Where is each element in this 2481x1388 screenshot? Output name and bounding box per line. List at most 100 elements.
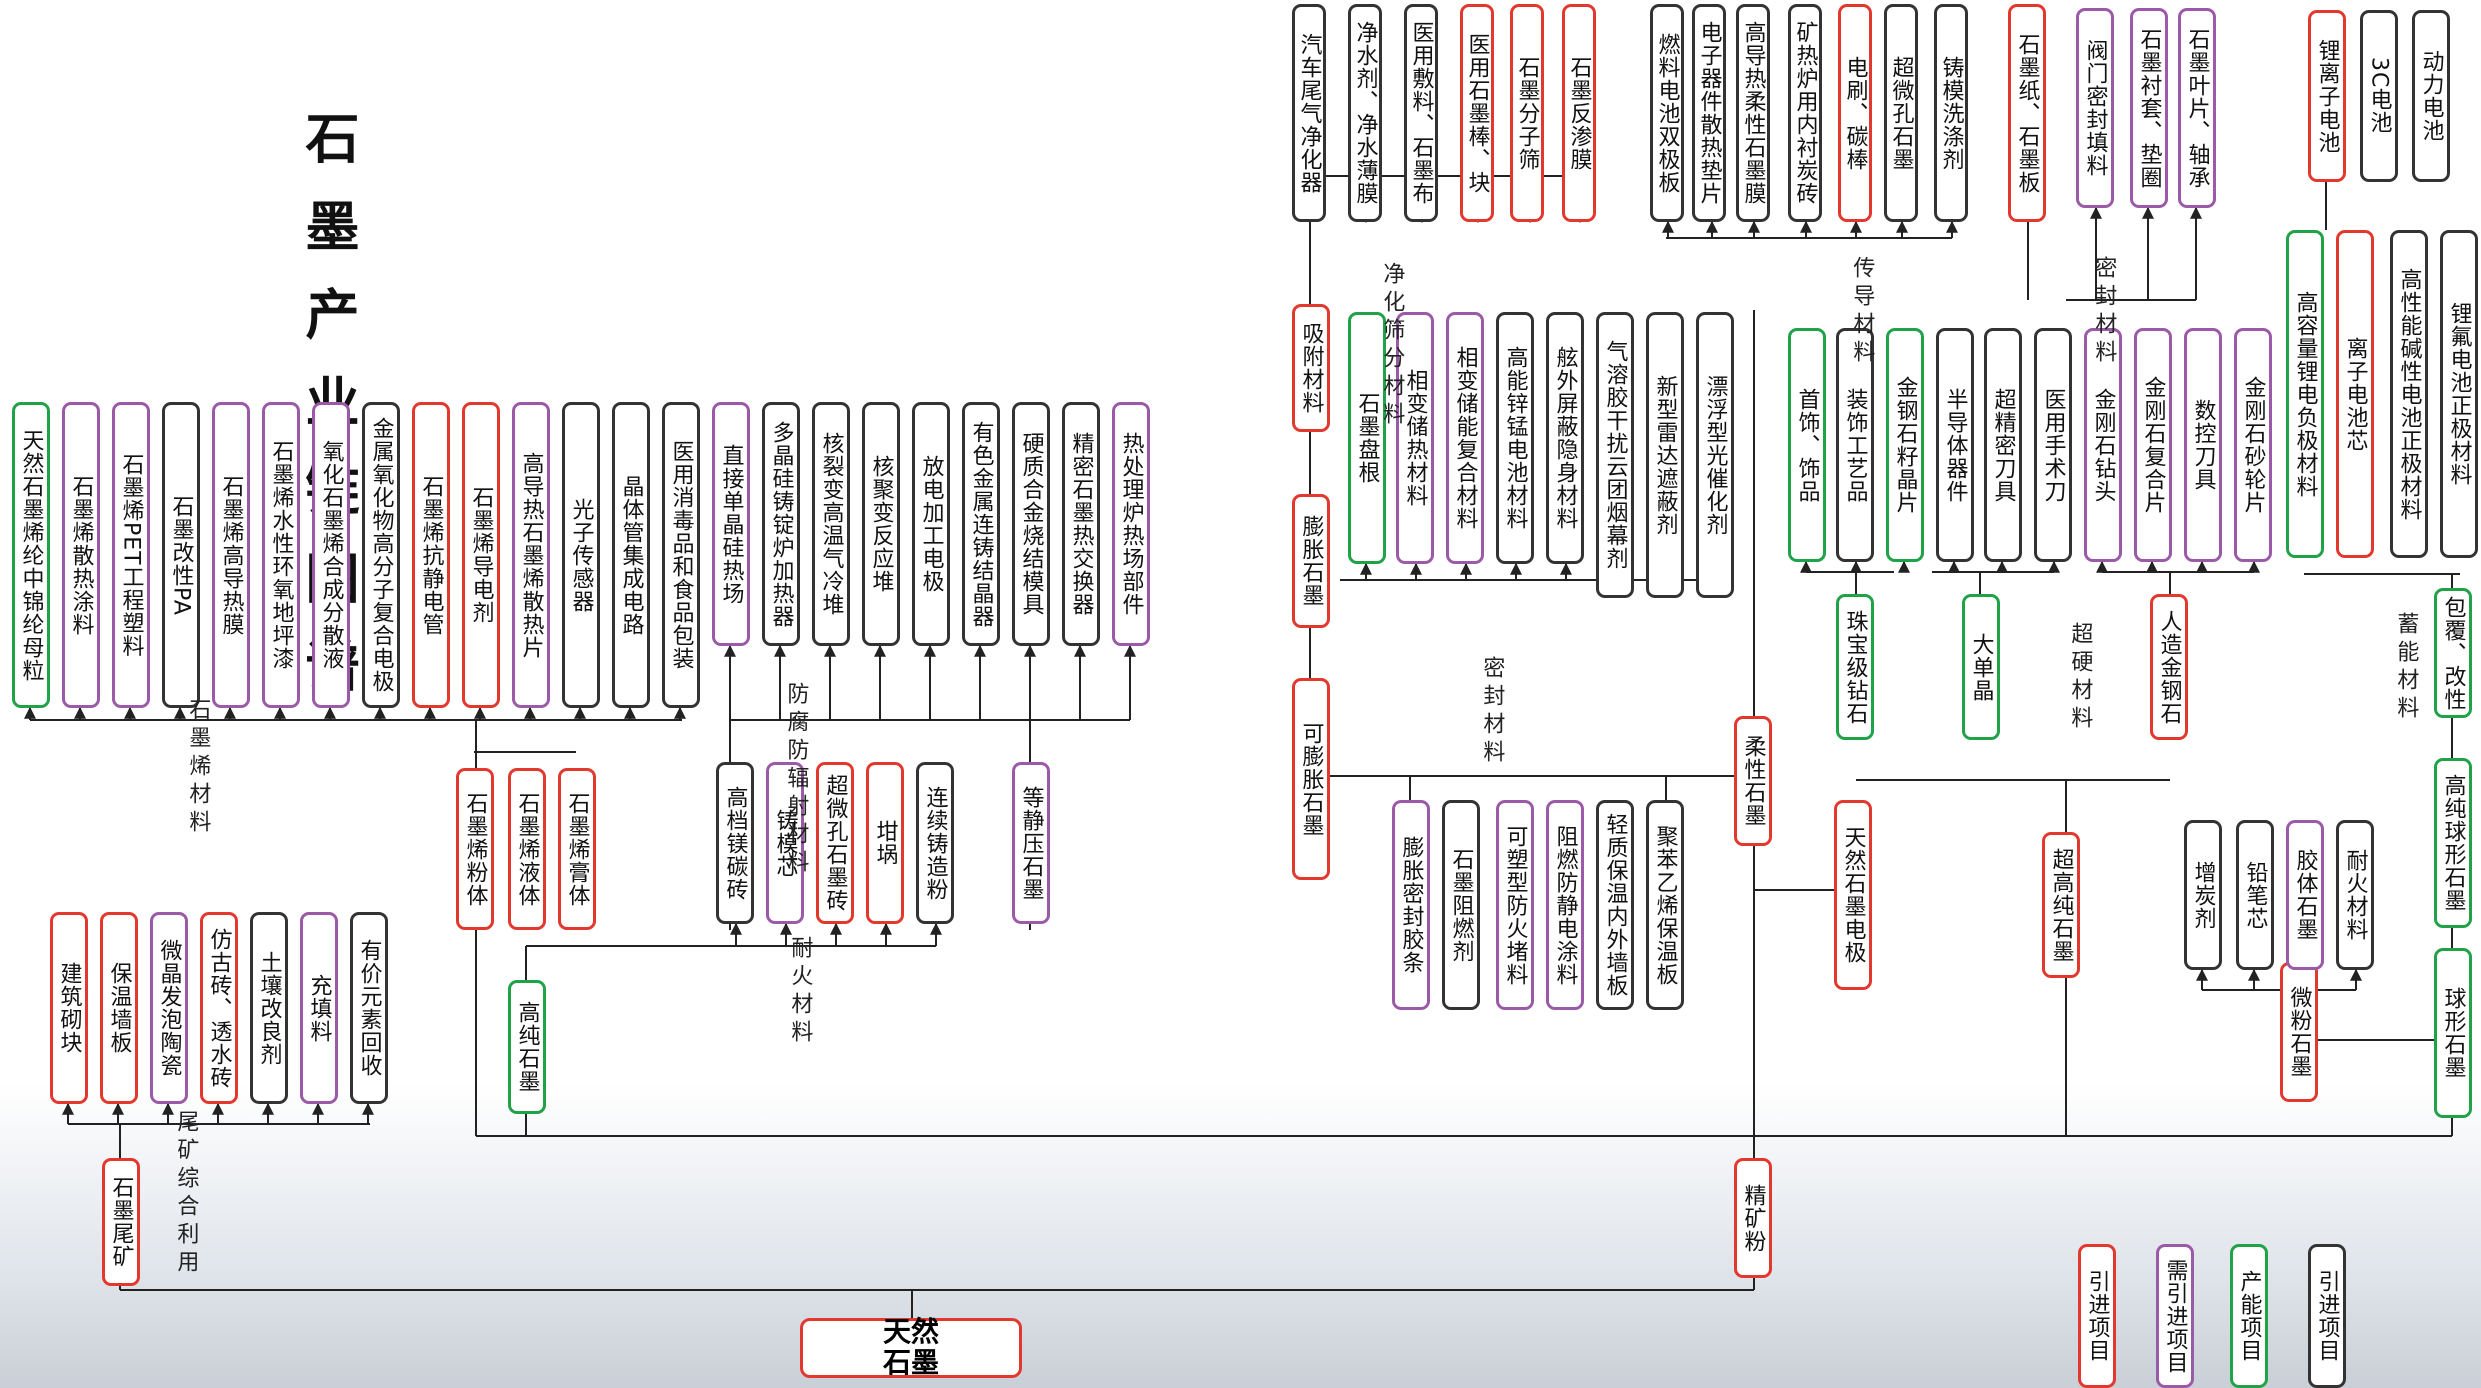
node-n53[interactable]: 高纯球形石墨 [2434,758,2472,928]
node-n28[interactable]: 漂浮型光催化剂 [1696,312,1734,598]
node-n104[interactable]: 充填料 [300,912,338,1104]
node-n72[interactable]: 氧化石墨烯合成分散液 [312,402,350,708]
node-n79[interactable]: 医用消毒品和食品包装 [662,402,700,708]
node-n6[interactable]: 石墨反渗膜 [1562,4,1596,222]
node-n90[interactable]: 石墨烯液体 [508,768,546,930]
node-n38[interactable]: 金刚石砂轮片 [2234,328,2272,562]
node-n14[interactable]: 石墨纸、石墨板 [2008,4,2046,222]
node-n108[interactable]: 引进项目 [2078,1244,2116,1388]
node-n1[interactable]: 汽车尾气净化器 [1292,4,1326,222]
node-n67[interactable]: 石墨烯散热涂料 [62,402,100,708]
node-n85[interactable]: 有色金属连铸结晶器 [962,402,1000,646]
node-n51[interactable]: 超高纯石墨 [2042,832,2080,978]
node-n8[interactable]: 电子器件散热垫片 [1692,4,1726,222]
node-n10[interactable]: 矿热炉用内衬炭砖 [1788,4,1822,222]
node-n78[interactable]: 晶体管集成电路 [612,402,650,708]
node-n21[interactable]: 石墨盘根 [1348,312,1386,564]
node-n73[interactable]: 金属氧化物高分子复合电极 [362,402,400,708]
node-n111[interactable]: 引进项目 [2308,1244,2346,1388]
node-n15[interactable]: 阀门密封填料 [2076,8,2114,208]
node-n35[interactable]: 金刚石钻头 [2084,328,2122,562]
node-n80[interactable]: 直接单晶硅热场 [712,402,750,646]
node-n46[interactable]: 柔性石墨 [1734,716,1772,846]
node-n36[interactable]: 金刚石复合片 [2134,328,2172,562]
node-n93[interactable]: 铸模芯 [766,762,804,924]
node-n43[interactable]: 吸附材料 [1292,304,1330,432]
node-n23[interactable]: 相变储能复合材料 [1446,312,1484,564]
node-n39[interactable]: 高容量锂电负极材料 [2286,230,2324,558]
node-n52[interactable]: 包覆、改性 [2434,588,2472,718]
node-n27[interactable]: 新型雷达遮蔽剂 [1646,312,1684,598]
node-n11[interactable]: 电刷、碳棒 [1838,4,1872,222]
node-n55[interactable]: 微粉石墨 [2280,962,2318,1102]
node-n107[interactable]: 精矿粉 [1734,1158,1772,1278]
node-n60[interactable]: 膨胀密封胶条 [1392,800,1430,1010]
node-n66[interactable]: 天然石墨烯纶中锦纶母粒 [12,402,50,708]
node-n12[interactable]: 超微孔石墨 [1884,4,1918,222]
node-n83[interactable]: 核聚变反应堆 [862,402,900,646]
node-n103[interactable]: 土壤改良剂 [250,912,288,1104]
node-n71[interactable]: 石墨烯水性环氧地坪漆 [262,402,300,708]
node-n109[interactable]: 需引进项目 [2156,1244,2194,1388]
node-n54[interactable]: 球形石墨 [2434,948,2472,1118]
node-n50[interactable]: 人造金钢石 [2150,594,2188,740]
node-n101[interactable]: 微晶发泡陶瓷 [150,912,188,1104]
node-n86[interactable]: 硬质合金烧结模具 [1012,402,1050,646]
node-n48[interactable]: 珠宝级钻石 [1836,594,1874,740]
node-n45[interactable]: 可膨胀石墨 [1292,678,1330,880]
node-n70[interactable]: 石墨烯高导热膜 [212,402,250,708]
node-n94[interactable]: 超微孔石墨砖 [816,762,854,924]
node-n49[interactable]: 大单晶 [1962,594,2000,740]
node-n92[interactable]: 高档镁碳砖 [716,762,754,924]
node-n40[interactable]: 离子电池芯 [2336,230,2374,558]
node-n96[interactable]: 连续铸造粉 [916,762,954,924]
node-n47[interactable]: 天然石墨电极 [1834,800,1872,990]
node-n56[interactable]: 增炭剂 [2184,820,2222,970]
node-n62[interactable]: 可塑型防火堵料 [1496,800,1534,1010]
node-n13[interactable]: 铸模洗涤剂 [1934,4,1968,222]
root-node-natural-graphite[interactable]: 天然石墨 [800,1316,1022,1378]
node-n77[interactable]: 光子传感器 [562,402,600,708]
node-n25[interactable]: 舷外屏蔽隐身材料 [1546,312,1584,564]
node-n34[interactable]: 医用手术刀 [2034,328,2072,562]
node-n29[interactable]: 首饰、饰品 [1788,328,1826,562]
node-n24[interactable]: 高能锌锰电池材料 [1496,312,1534,564]
node-n31[interactable]: 金钢石籽晶片 [1886,328,1924,562]
node-n20[interactable]: 动力电池 [2412,10,2450,182]
node-n57[interactable]: 铅笔芯 [2236,820,2274,970]
node-n105[interactable]: 有价元素回收 [350,912,388,1104]
node-n100[interactable]: 保温墙板 [100,912,138,1104]
node-n16[interactable]: 石墨衬套、垫圈 [2130,8,2168,208]
node-n61[interactable]: 石墨阻燃剂 [1442,800,1480,1010]
node-n19[interactable]: 3C电池 [2360,10,2398,182]
node-n95[interactable]: 坩埚 [866,762,904,924]
node-n75[interactable]: 石墨烯导电剂 [462,402,500,708]
node-n98[interactable]: 高纯石墨 [508,980,546,1114]
node-n74[interactable]: 石墨烯抗静电管 [412,402,450,708]
node-n65[interactable]: 聚苯乙烯保温板 [1646,800,1684,1010]
node-n58[interactable]: 胶体石墨 [2286,820,2324,970]
node-n9[interactable]: 高导热柔性石墨膜 [1736,4,1770,222]
node-n110[interactable]: 产能项目 [2230,1244,2268,1388]
node-n69[interactable]: 石墨改性PA [162,402,200,708]
node-n99[interactable]: 建筑砌块 [50,912,88,1104]
node-n88[interactable]: 热处理炉热场部件 [1112,402,1150,646]
node-n5[interactable]: 石墨分子筛 [1510,4,1544,222]
node-n82[interactable]: 核裂变高温气冷堆 [812,402,850,646]
node-n84[interactable]: 放电加工电极 [912,402,950,646]
node-n33[interactable]: 超精密刀具 [1984,328,2022,562]
node-n17[interactable]: 石墨叶片、轴承 [2178,8,2216,208]
node-n32[interactable]: 半导体器件 [1936,328,1974,562]
node-n18[interactable]: 锂离子电池 [2308,10,2346,182]
node-n102[interactable]: 仿古砖、透水砖 [200,912,238,1104]
node-n106[interactable]: 石墨尾矿 [102,1158,140,1286]
node-n76[interactable]: 高导热石墨烯散热片 [512,402,550,708]
node-n63[interactable]: 阻燃防静电涂料 [1546,800,1584,1010]
node-n7[interactable]: 燃料电池双极板 [1650,4,1684,222]
node-n59[interactable]: 耐火材料 [2336,820,2374,970]
node-n2[interactable]: 净水剂、净水薄膜 [1348,4,1382,222]
node-n87[interactable]: 精密石墨热交换器 [1062,402,1100,646]
node-n37[interactable]: 数控刀具 [2184,328,2222,562]
node-n81[interactable]: 多晶硅铸锭炉加热器 [762,402,800,646]
node-n41[interactable]: 高性能碱性电池正极材料 [2390,230,2428,558]
